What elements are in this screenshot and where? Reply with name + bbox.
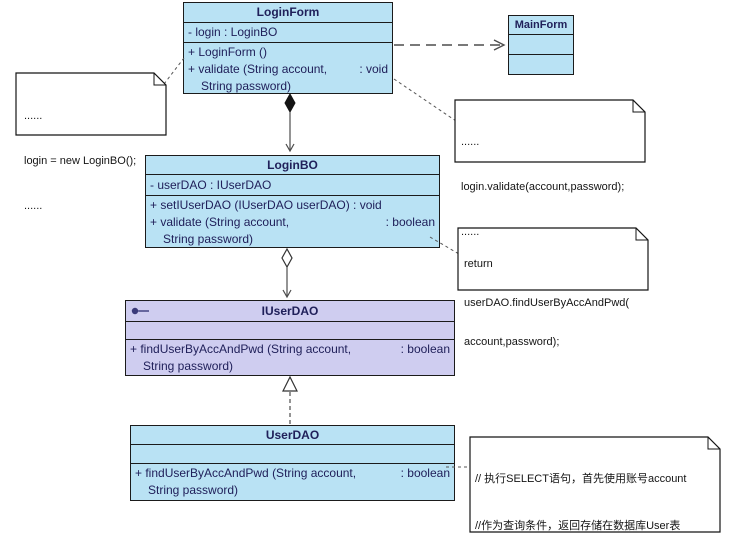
note-create-login[interactable]: ...... login = new LoginBO(); ...... (24, 110, 137, 212)
class-loginbo-title: LoginBO (146, 156, 439, 175)
interface-iuserdao-title: IUserDAO (126, 301, 454, 322)
method-validate-bo: + validate (String account, : boolean (150, 215, 435, 229)
class-mainform-title: MainForm (509, 16, 573, 35)
method-validate: + validate (String account, : void (188, 62, 388, 76)
class-loginform-methods: + LoginForm () + validate (String accoun… (184, 43, 392, 95)
class-userdao-methods: + findUserByAccAndPwd (String account, :… (131, 464, 454, 499)
class-userdao-title: UserDAO (131, 426, 454, 445)
note-return-shape[interactable] (457, 227, 649, 291)
method-validate-continuation: String password) (201, 79, 292, 93)
attribute-login: - login : LoginBO (188, 25, 278, 39)
interface-lollipop-icon (131, 307, 149, 315)
dependency-connector[interactable] (394, 39, 506, 51)
note-return[interactable]: return userDAO.findUserByAccAndPwd( acco… (464, 258, 630, 348)
method-finduser-userdao: + findUserByAccAndPwd (String account, :… (135, 466, 450, 480)
class-loginbo[interactable]: LoginBO - userDAO : IUserDAO + setIUserD… (145, 155, 440, 248)
realization-connector[interactable] (282, 375, 298, 424)
note-anchor-create (163, 57, 185, 85)
class-loginbo-methods: + setIUserDAO (IUserDAO userDAO) : void … (146, 196, 439, 248)
class-loginform-attributes: - login : LoginBO (184, 23, 392, 43)
method-finduser-interface-continuation: String password) (143, 359, 234, 373)
aggregation-connector[interactable] (281, 247, 293, 299)
note-call-validate-shape[interactable] (454, 99, 646, 163)
class-loginbo-attributes: - userDAO : IUserDAO (146, 175, 439, 196)
method-finduser-userdao-continuation: String password) (148, 483, 239, 497)
note-anchor-validate (393, 78, 457, 122)
class-mainform-attributes (509, 35, 573, 55)
composition-connector[interactable] (284, 92, 296, 153)
note-select-comment[interactable]: // 执行SELECT语句，首先使用账号account //作为查询条件，返回存… (475, 473, 687, 532)
method-finduser-interface: + findUserByAccAndPwd (String account, :… (130, 342, 450, 356)
class-loginform-title: LoginForm (184, 3, 392, 23)
attribute-userdao: - userDAO : IUserDAO (150, 178, 272, 192)
note-select-comment-shape[interactable] (469, 436, 721, 533)
method-setiuserdao: + setIUserDAO (IUserDAO userDAO) : void (150, 198, 382, 212)
method-validate-bo-continuation: String password) (163, 232, 254, 246)
note-create-login-shape[interactable] (15, 72, 167, 136)
interface-iuserdao[interactable]: IUserDAO + findUserByAccAndPwd (String a… (125, 300, 455, 376)
note-anchor-return (429, 236, 460, 255)
note-call-validate[interactable]: ...... login.validate(account,password);… (461, 136, 625, 238)
class-userdao[interactable]: UserDAO + findUserByAccAndPwd (String ac… (130, 425, 455, 501)
interface-iuserdao-attributes (126, 322, 454, 340)
interface-iuserdao-methods: + findUserByAccAndPwd (String account, :… (126, 340, 454, 375)
class-loginform[interactable]: LoginForm - login : LoginBO + LoginForm … (183, 2, 393, 94)
method-loginform-ctor: + LoginForm () (188, 45, 268, 59)
class-userdao-attributes (131, 445, 454, 464)
class-mainform[interactable]: MainForm (508, 15, 574, 75)
